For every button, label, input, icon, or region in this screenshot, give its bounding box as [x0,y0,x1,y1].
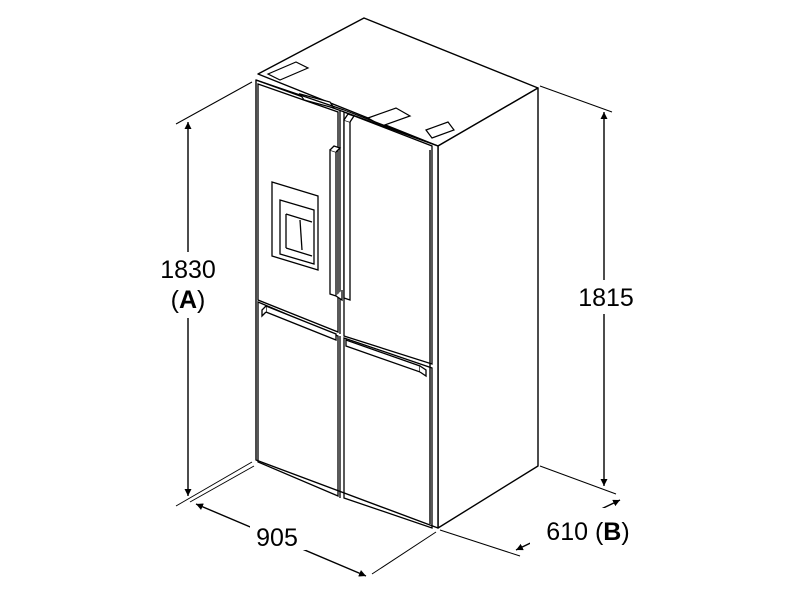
upper-left-door [257,83,339,333]
water-dispenser [271,181,319,271]
lower-right-drawer [343,337,433,529]
hinge-left [266,61,310,81]
height-total-label-open: ( [171,286,180,314]
depth-label: 610 (B) [546,518,629,546]
depth-value: 610 [546,518,588,546]
depth-label-close: ) [621,518,629,546]
cabinet-right-side [437,87,539,529]
height-total-label-close: ) [197,286,205,314]
dispenser-recess [279,199,315,265]
depth-label-letter: B [603,518,621,546]
extension-lines [175,81,617,575]
hinge-right [425,121,455,139]
lower-handles [261,305,427,378]
upper-left-handle [329,149,337,297]
upper-right-handle [343,119,351,301]
height-total-label-letter: A [179,286,197,314]
height-total-value: 1830 [160,256,216,284]
height-body-value: 1815 [578,284,634,312]
width-value: 905 [256,524,298,552]
depth-label-open: ( [595,518,604,546]
upper-handles [329,113,356,302]
height-total-label: (A) [171,286,206,314]
top-hinges [255,61,455,147]
